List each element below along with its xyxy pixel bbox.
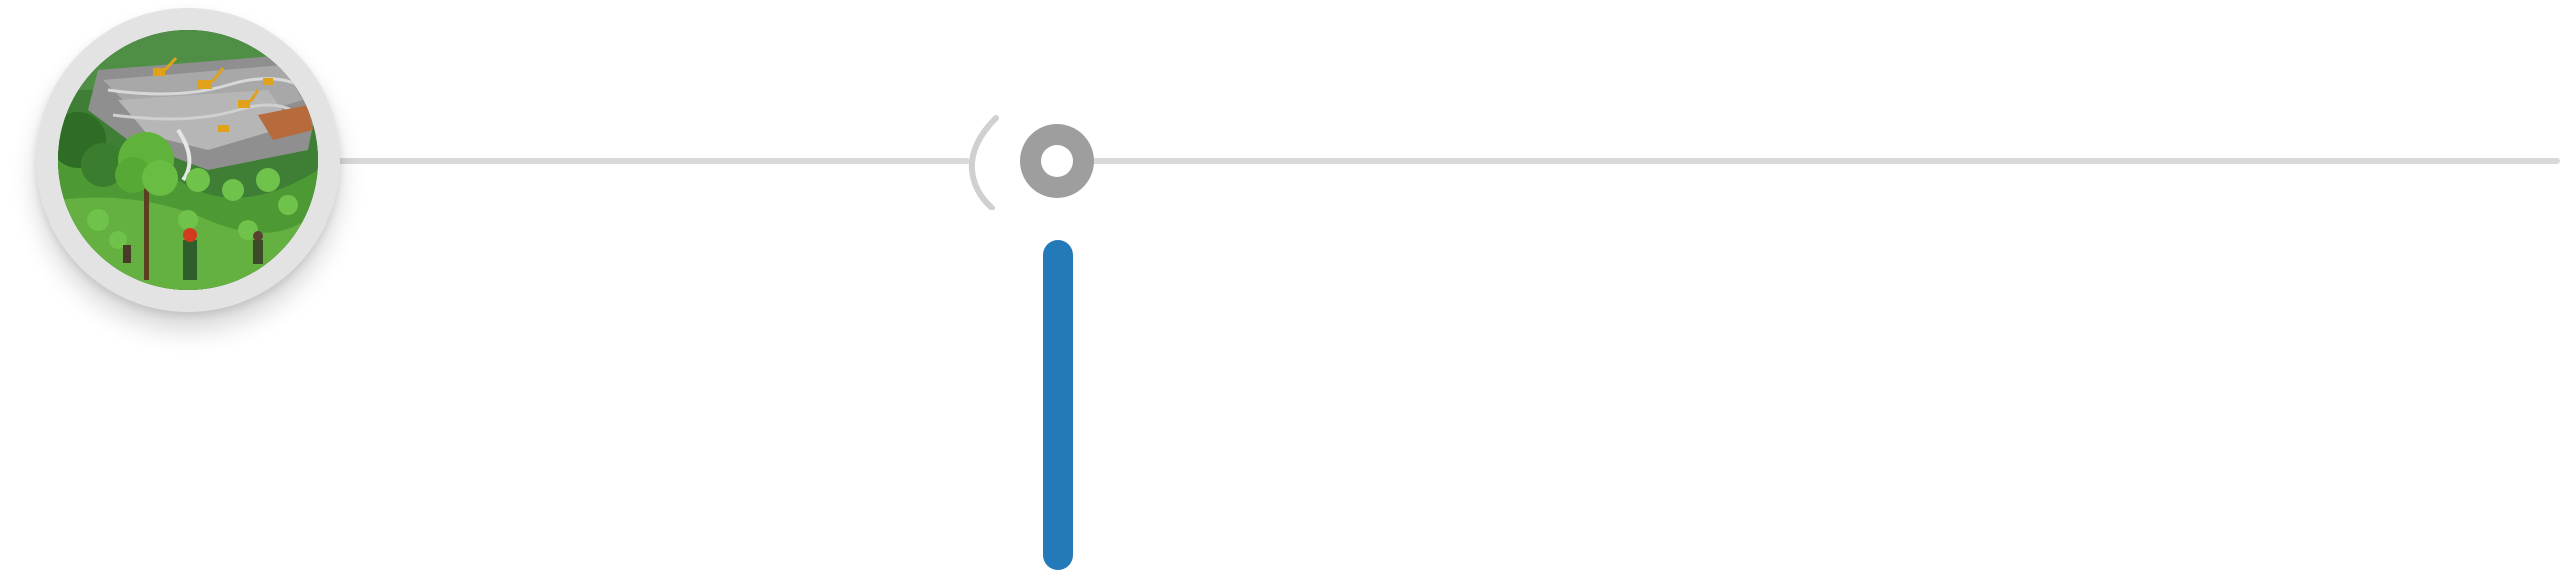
timeline-avatar-frame[interactable] bbox=[36, 8, 340, 312]
timeline-node-hole bbox=[1041, 145, 1073, 177]
timeline-track-right bbox=[1090, 158, 2560, 164]
timeline-bracket-icon bbox=[968, 115, 999, 210]
timeline-track-left bbox=[330, 158, 970, 164]
timeline-node-marker[interactable] bbox=[1020, 124, 1094, 198]
timeline-active-bar bbox=[1043, 240, 1073, 570]
reforestation-photo-icon bbox=[58, 30, 318, 290]
